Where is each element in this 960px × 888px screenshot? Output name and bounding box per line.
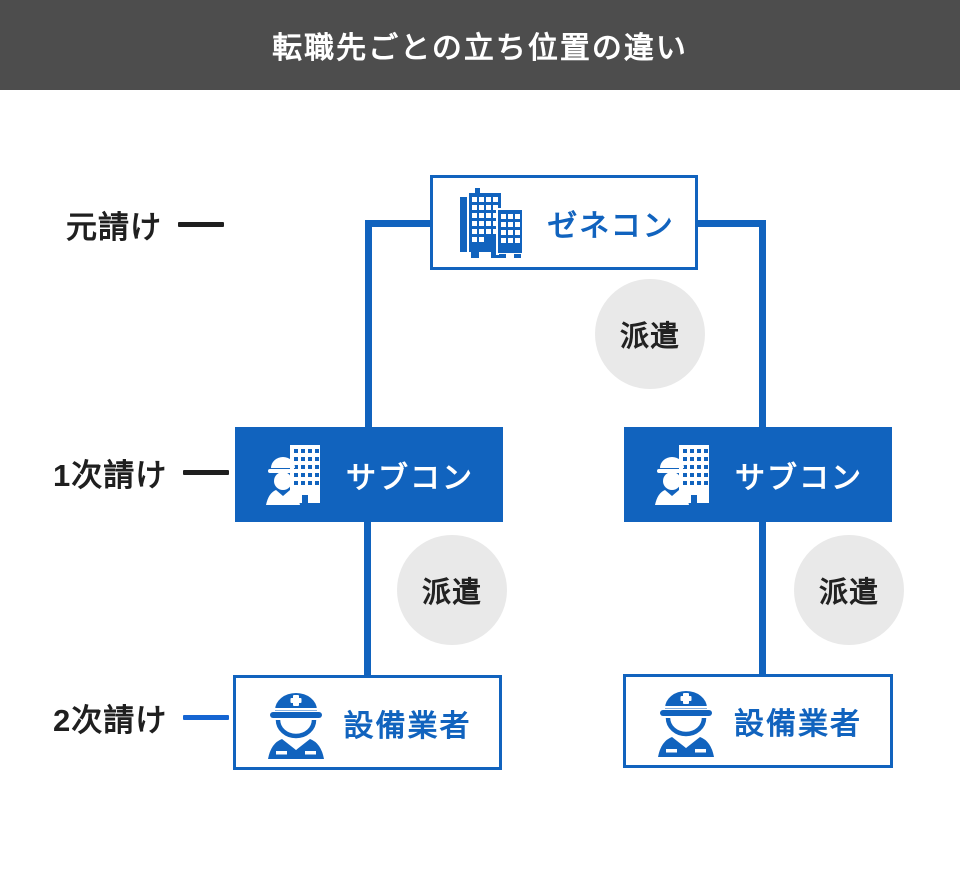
worker-building-icon bbox=[653, 443, 719, 507]
node-label: サブコン bbox=[346, 461, 474, 495]
dash-line bbox=[183, 714, 230, 720]
header-bar: 転職先ごとの立ち位置の違い bbox=[0, 0, 960, 90]
node-label: 設備業者 bbox=[343, 709, 472, 743]
dispatch-badge-label: 派遣 bbox=[818, 577, 879, 609]
dash-line bbox=[183, 469, 230, 475]
connector-line-right-vertical-bottom bbox=[759, 521, 766, 675]
node-genecon: ゼネコン bbox=[430, 175, 698, 270]
worker-building-icon bbox=[264, 443, 330, 507]
node-label: サブコン bbox=[735, 461, 863, 495]
connector-line-left-horizontal bbox=[365, 220, 433, 227]
dispatch-badge: 派遣 bbox=[595, 279, 705, 389]
row-label-text: 元請け bbox=[66, 209, 162, 245]
dash-line bbox=[178, 221, 224, 227]
node-setsubi-left: 設備業者 bbox=[233, 675, 502, 770]
node-setsubi-right: 設備業者 bbox=[623, 674, 893, 768]
dispatch-badge: 派遣 bbox=[794, 535, 904, 645]
node-subcon-left: サブコン bbox=[235, 427, 503, 522]
connector-line-left-vertical-top bbox=[365, 220, 372, 428]
worker-icon bbox=[264, 687, 328, 759]
office-buildings-icon bbox=[453, 187, 531, 258]
node-label: ゼネコン bbox=[547, 209, 675, 243]
connector-line-left-vertical-bottom bbox=[364, 521, 371, 676]
dispatch-badge-label: 派遣 bbox=[619, 321, 680, 353]
connector-line-right-vertical-top bbox=[759, 220, 766, 428]
row-label-2ji-uke: 2次請け bbox=[53, 696, 230, 738]
row-label-motouke: 元請け bbox=[66, 203, 224, 245]
node-label: 設備業者 bbox=[734, 708, 862, 741]
node-subcon-right: サブコン bbox=[624, 427, 892, 522]
connector-line-right-horizontal bbox=[697, 220, 764, 227]
row-label-1ji-uke: 1次請け bbox=[53, 451, 230, 493]
dispatch-badge: 派遣 bbox=[397, 535, 507, 645]
dispatch-badge-label: 派遣 bbox=[421, 577, 482, 609]
row-label-text: 2次請け bbox=[53, 702, 168, 738]
row-label-text: 1次請け bbox=[53, 457, 168, 493]
worker-icon bbox=[654, 685, 718, 757]
page-title: 転職先ごとの立ち位置の違い bbox=[272, 32, 688, 65]
